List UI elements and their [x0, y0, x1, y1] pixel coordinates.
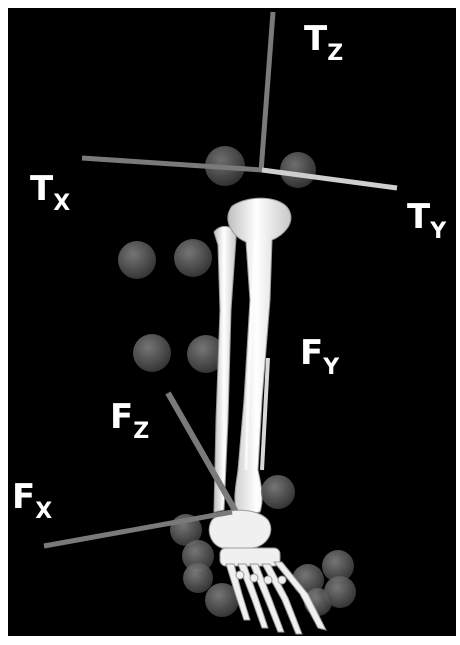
marker — [280, 152, 316, 188]
marker — [261, 475, 295, 509]
toe-joint — [278, 576, 286, 584]
marker — [174, 239, 212, 277]
marker — [183, 563, 213, 593]
toe-joint — [264, 576, 272, 584]
marker — [118, 241, 156, 279]
toe-joint — [236, 571, 244, 579]
marker — [133, 334, 171, 372]
tarsal-bone — [220, 548, 280, 566]
toe-joint — [250, 574, 258, 582]
